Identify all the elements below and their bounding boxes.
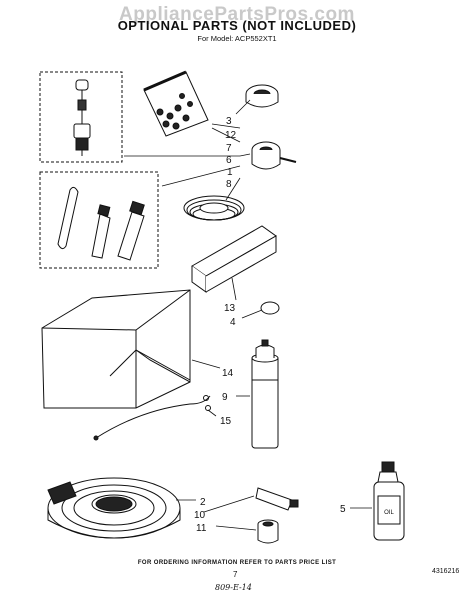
oil-bottle: OIL	[373, 461, 405, 541]
callout-15: 15	[220, 416, 232, 427]
callout-5: 5	[340, 504, 346, 515]
callout-4: 4	[230, 317, 236, 328]
callout-13: 13	[224, 303, 236, 314]
tube-large	[117, 200, 145, 261]
page-title: OPTIONAL PARTS (NOT INCLUDED)	[117, 18, 357, 33]
tape-roll-medium	[251, 141, 297, 170]
callout-6: 6	[226, 155, 232, 166]
dashed-box-valve	[39, 71, 123, 163]
small-container	[257, 519, 279, 544]
callout-1: 1	[227, 167, 233, 178]
watermark: AppliancePartsPros.com	[119, 4, 355, 25]
callout-3: 3	[226, 116, 232, 127]
unit-cover	[41, 289, 191, 409]
page-number: 7	[233, 570, 238, 579]
foam-strip	[191, 225, 277, 293]
ordering-note: FOR ORDERING INFORMATION REFER TO PARTS …	[137, 560, 337, 566]
model-line: For Model: ACP552XT1	[197, 34, 277, 43]
spatula-tool	[57, 186, 79, 250]
part-number: 4316216	[432, 568, 460, 575]
callout-10: 10	[194, 510, 206, 521]
wire-coil	[183, 195, 245, 221]
bag-of-screws	[143, 70, 209, 137]
spray-can	[251, 339, 279, 449]
callout-12: 12	[225, 130, 237, 141]
leader-lines	[124, 99, 372, 531]
adhesive-tube	[255, 487, 299, 511]
tape-roll-small	[245, 84, 279, 108]
dashed-box-tubes	[39, 171, 159, 269]
callout-9: 9	[222, 392, 228, 403]
callout-8: 8	[226, 179, 232, 190]
handwritten-note: 809-E-14	[215, 583, 252, 592]
valve-assembly	[73, 79, 91, 156]
oval-part	[260, 301, 280, 315]
tape-roll-large	[47, 477, 181, 539]
callout-7: 7	[226, 143, 232, 154]
callout-11: 11	[196, 523, 207, 534]
callout-2: 2	[200, 497, 206, 508]
tube-small	[91, 204, 111, 259]
svg-text:OIL: OIL	[384, 510, 394, 516]
callout-14: 14	[222, 368, 234, 379]
